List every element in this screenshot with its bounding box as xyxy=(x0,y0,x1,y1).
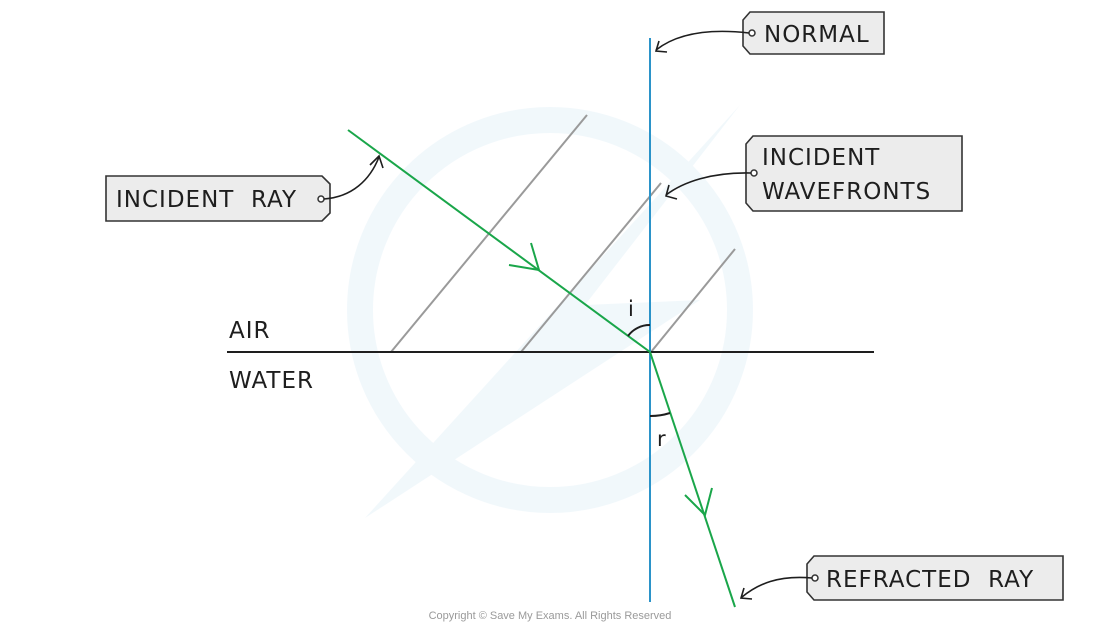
angle-of-incidence-arc xyxy=(627,323,651,337)
refracted-ray-arrowhead xyxy=(684,487,713,517)
wavefront-line-3 xyxy=(650,248,736,353)
refracted-ray-line xyxy=(649,351,736,608)
incident-ray-line xyxy=(347,129,651,353)
incident-ray-label: INCIDENT RAY xyxy=(116,187,297,213)
refracted-ray-pointer-arrowhead xyxy=(739,587,753,600)
normal-tag-label: NORMAL xyxy=(764,22,870,48)
air-label: AIR xyxy=(229,318,271,344)
angle-of-refraction-arc xyxy=(649,412,671,418)
angle-r-label: r xyxy=(657,427,666,451)
wavefronts-pointer-curve xyxy=(665,172,752,196)
refracted-ray-label: REFRACTED RAY xyxy=(826,567,1034,593)
incident-ray-arrowhead xyxy=(508,242,541,272)
copyright-text: Copyright © Save My Exams. All Rights Re… xyxy=(429,610,672,622)
refracted-ray-tag: REFRACTED RAY xyxy=(806,555,1064,601)
wavefronts-pointer-arrowhead xyxy=(665,184,678,200)
incident-wavefronts-tag: INCIDENT WAVEFRONTS xyxy=(745,135,963,212)
incident-wavefronts-label-line2: WAVEFRONTS xyxy=(762,179,931,205)
normal-pointer-curve xyxy=(655,30,750,51)
incident-wavefronts-label-line1: INCIDENT xyxy=(762,145,880,171)
angle-i-label: i xyxy=(628,297,634,321)
refracted-ray-pointer-curve xyxy=(741,576,813,598)
watermark-logo xyxy=(347,105,753,518)
incident-ray-pointer-arrowhead xyxy=(369,154,384,169)
water-label: WATER xyxy=(229,368,314,394)
wavefront-line-2 xyxy=(520,182,662,353)
normal-pointer-arrowhead xyxy=(654,40,668,53)
incident-ray-pointer-curve xyxy=(323,156,380,200)
normal-tag: NORMAL xyxy=(742,11,885,55)
incident-ray-tag: INCIDENT RAY xyxy=(105,175,331,222)
